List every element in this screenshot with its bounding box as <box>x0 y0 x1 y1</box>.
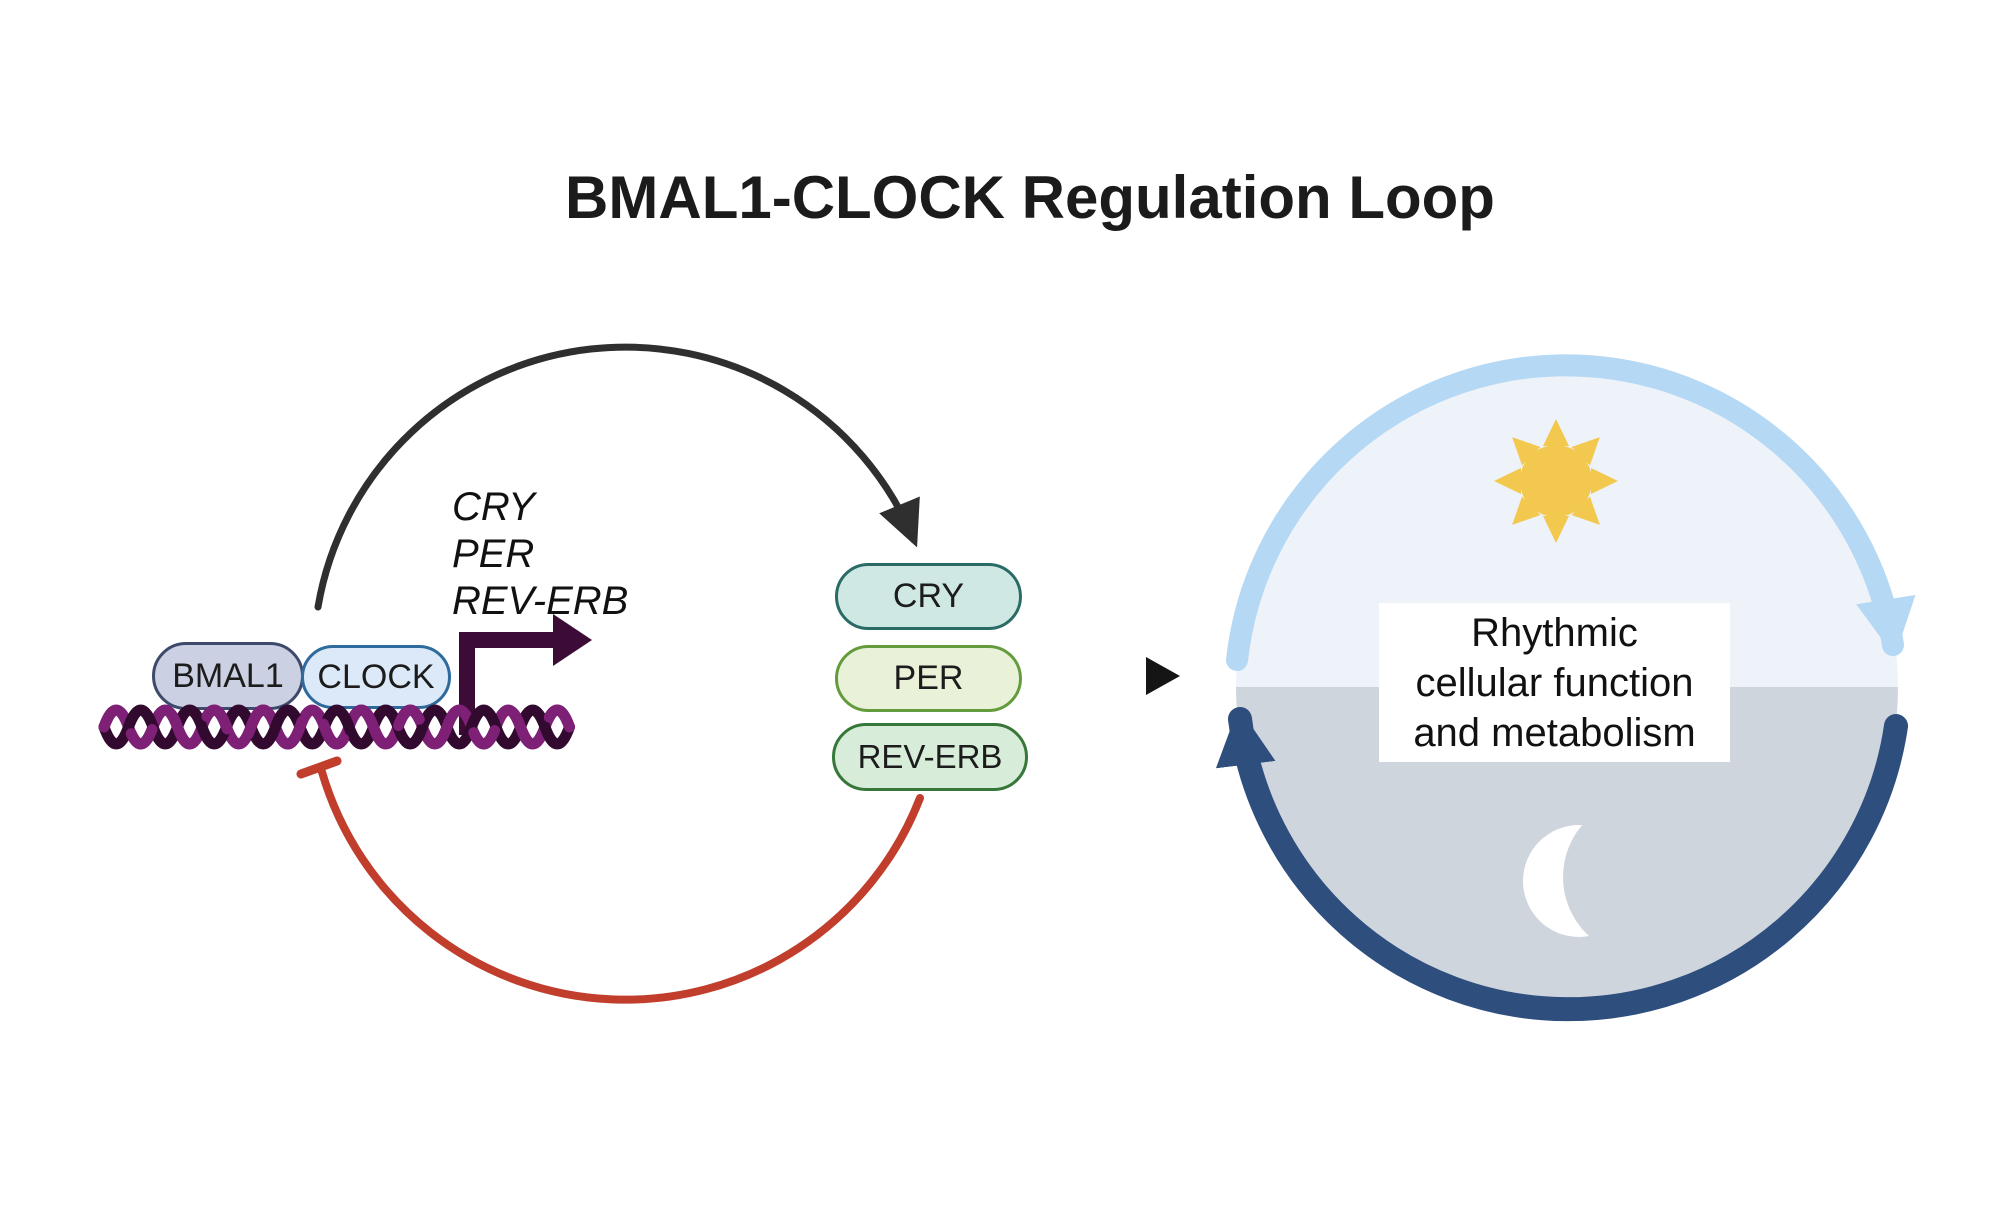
rev-erb-protein-pill: REV-ERB <box>832 723 1028 791</box>
cry-protein-label: CRY <box>892 577 965 615</box>
moon-cutout <box>1563 797 1723 957</box>
night-arc-arrow <box>1215 707 1908 1022</box>
dna-strand-a-weave <box>98 704 575 750</box>
inhibition-tbar <box>296 756 342 779</box>
gene-list-item-cry: CRY <box>452 485 535 529</box>
per-protein-pill: PER <box>835 645 1022 712</box>
gene-list-item-per: PER <box>452 532 535 576</box>
clock-label: CLOCK <box>317 657 435 696</box>
transcription-activation-arrow <box>314 343 920 611</box>
day-arc-arrow <box>1226 354 1916 671</box>
dna-helix <box>98 704 575 750</box>
bmal1-pill: BMAL1 <box>152 642 304 710</box>
transcribed-gene-list: CRY PER REV-ERB <box>452 484 628 625</box>
flow-arrow <box>1078 657 1180 695</box>
bmal1-label: BMAL1 <box>172 656 284 695</box>
rev-erb-protein-label: REV-ERB <box>857 738 1003 775</box>
page-title: BMAL1-CLOCK Regulation Loop <box>565 164 1495 231</box>
inhibition-feedback-arrow <box>296 756 924 1004</box>
cycle-caption-line-2: cellular function <box>1415 660 1694 705</box>
clock-pill: CLOCK <box>301 645 451 709</box>
sun-icon <box>1494 419 1618 543</box>
cycle-caption-line-1: Rhythmic <box>1471 610 1638 655</box>
cry-protein-pill: CRY <box>835 563 1022 630</box>
cycle-caption: Rhythmic cellular function and metabolis… <box>1379 603 1730 762</box>
flow-arrowhead <box>1146 657 1180 695</box>
gene-list-item-rev-erb: REV-ERB <box>452 579 629 623</box>
cycle-caption-line-3: and metabolism <box>1413 710 1696 755</box>
inhibition-arc <box>318 768 924 1004</box>
moon-icon <box>1523 797 1723 957</box>
per-protein-label: PER <box>893 659 964 697</box>
